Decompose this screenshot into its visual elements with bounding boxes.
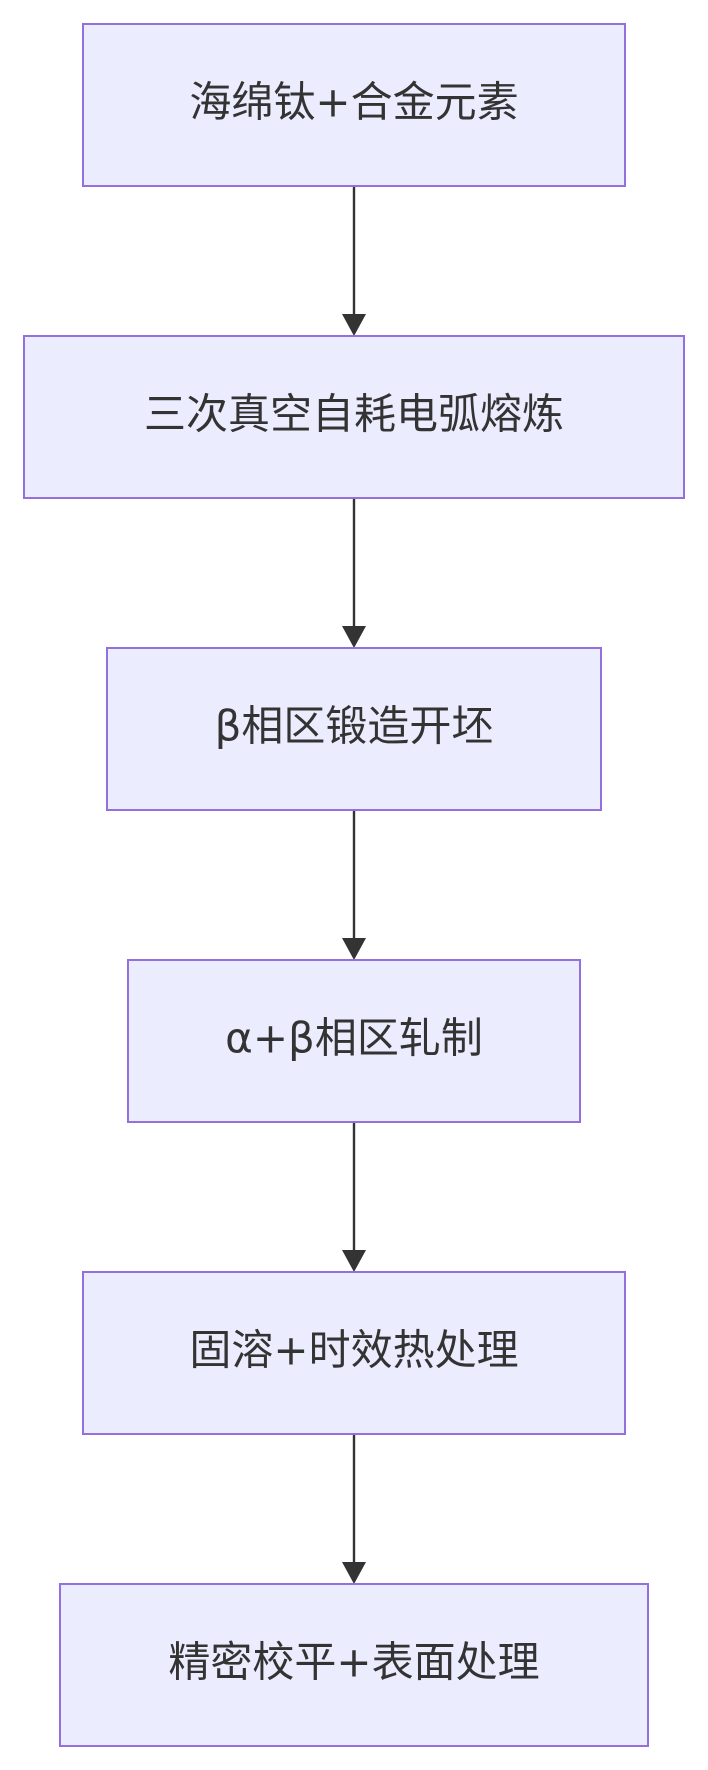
node-label: α+β相区轧制 (225, 1014, 483, 1063)
arrowhead-icon (342, 626, 366, 648)
node-leveling-surface[interactable]: 精密校平+表面处理 (59, 1583, 649, 1747)
edge-n3-n4 (342, 810, 366, 960)
node-label: 三次真空自耗电弧熔炼 (144, 390, 564, 439)
node-label: 固溶+时效热处理 (189, 1326, 518, 1375)
edge-n5-n6 (342, 1434, 366, 1584)
node-heat-treatment[interactable]: 固溶+时效热处理 (82, 1271, 626, 1435)
node-vacuum-arc-remelting[interactable]: 三次真空自耗电弧熔炼 (23, 335, 685, 499)
arrowhead-icon (342, 1562, 366, 1584)
arrowhead-icon (342, 938, 366, 960)
edge-n4-n5 (342, 1122, 366, 1272)
node-label: 海绵钛+合金元素 (189, 78, 518, 127)
node-sponge-titanium[interactable]: 海绵钛+合金元素 (82, 23, 626, 187)
edge-n2-n3 (342, 498, 366, 648)
edges (342, 186, 366, 1584)
node-alpha-beta-rolling[interactable]: α+β相区轧制 (127, 959, 581, 1123)
nodes: 海绵钛+合金元素 三次真空自耗电弧熔炼 β相区锻造开坯 α+β相区轧制 固溶+时… (23, 23, 685, 1747)
node-label: 精密校平+表面处理 (168, 1638, 539, 1687)
edge-n1-n2 (342, 186, 366, 336)
node-label: β相区锻造开坯 (215, 702, 494, 751)
arrowhead-icon (342, 314, 366, 336)
node-beta-forging[interactable]: β相区锻造开坯 (106, 647, 602, 811)
arrowhead-icon (342, 1250, 366, 1272)
